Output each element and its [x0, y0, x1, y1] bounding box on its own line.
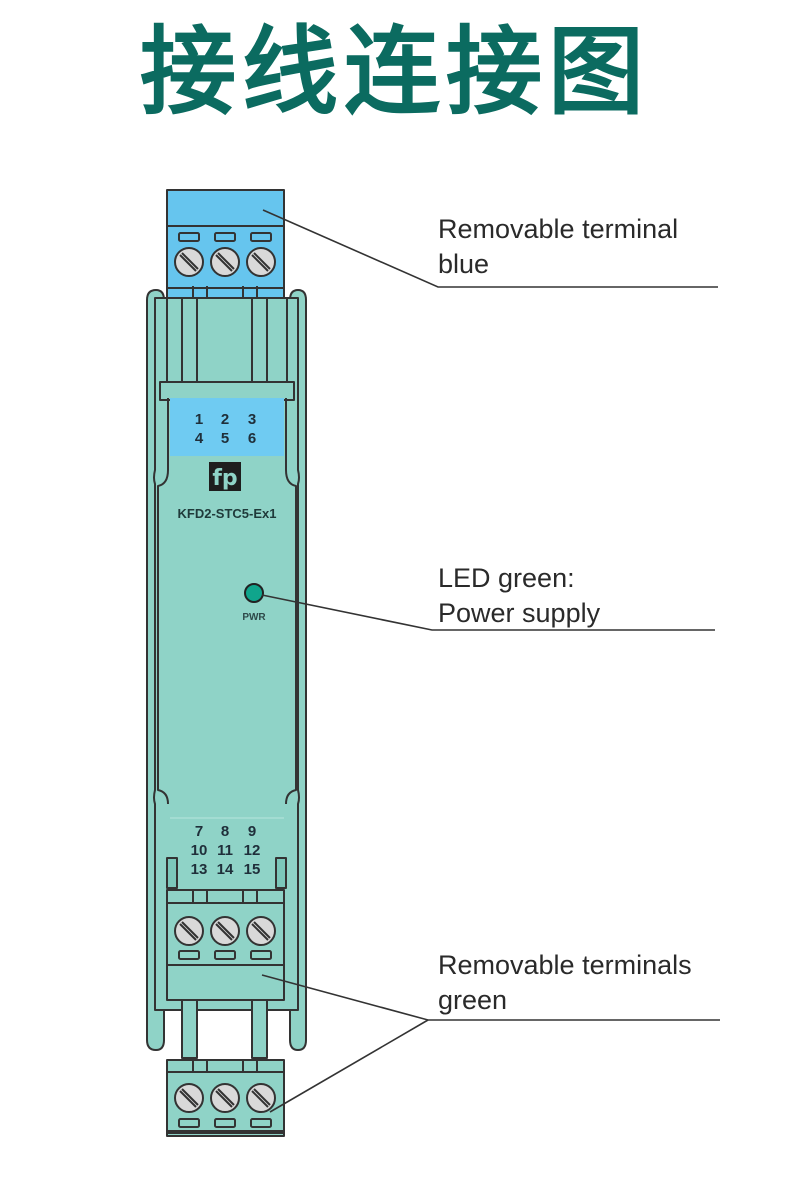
brand-logo-icon: fp	[209, 462, 241, 491]
callout-line-green-2	[269, 1019, 429, 1113]
terminal-number: 10	[191, 842, 208, 859]
model-label: KFD2-STC5-Ex1	[178, 506, 277, 521]
led-label: PWR	[242, 612, 266, 623]
screw-slot	[217, 921, 235, 939]
screw-slot	[181, 252, 199, 270]
bottom-terminal-screw-3[interactable]	[246, 1083, 276, 1113]
terminal-number: 7	[195, 823, 203, 840]
terminal-number: 4	[195, 430, 204, 447]
top-terminal-screw-1[interactable]	[174, 247, 204, 277]
screw-slot	[251, 1090, 269, 1108]
callout-led: LED green: Power supply	[438, 561, 600, 631]
middle-terminal-screw-3[interactable]	[246, 916, 276, 946]
screw-slot	[181, 1088, 199, 1106]
screw-slot	[179, 923, 197, 941]
terminal-slot	[214, 950, 236, 960]
terminal-number: 12	[244, 842, 261, 859]
callout-green-terminals: Removable terminals green	[438, 948, 692, 1018]
housing	[153, 297, 300, 1011]
terminal-slot	[214, 232, 236, 242]
screw-slot	[215, 923, 233, 941]
screw-slot	[179, 1090, 197, 1108]
middle-terminal-screw-1[interactable]	[174, 916, 204, 946]
terminal-number: 11	[217, 842, 233, 859]
screw-slot	[181, 921, 199, 939]
terminal-slot	[178, 1118, 200, 1128]
screw-slot	[215, 1090, 233, 1108]
top-terminal-screw-2[interactable]	[210, 247, 240, 277]
screw-slot	[217, 252, 235, 270]
callout-led-line2: Power supply	[438, 598, 601, 628]
pwr-led-icon	[244, 583, 264, 603]
screw-slot	[253, 1088, 271, 1106]
callout-line-blue	[262, 209, 718, 288]
terminal-number: 13	[191, 861, 208, 878]
screw-slot	[253, 921, 271, 939]
screw-slot	[253, 252, 271, 270]
callout-blue-terminal: Removable terminal blue	[438, 212, 678, 282]
page-title: 接线连接图	[140, 16, 650, 128]
terminal-number: 14	[217, 861, 234, 878]
callout-green-terminals-line1: Removable terminals	[438, 950, 692, 980]
middle-terminal-screw-2[interactable]	[210, 916, 240, 946]
top-label-panel	[170, 398, 284, 456]
screw-slot	[179, 254, 197, 272]
screw-slot	[217, 1088, 235, 1106]
top-terminal-block	[166, 189, 285, 299]
terminal-slot	[214, 1118, 236, 1128]
terminal-number: 9	[248, 823, 256, 840]
terminal-number: 3	[248, 411, 256, 428]
terminal-number: 2	[221, 411, 229, 428]
screw-slot	[251, 254, 269, 272]
bottom-terminal-screw-2[interactable]	[210, 1083, 240, 1113]
logo-text: fp	[212, 466, 237, 491]
terminal-number: 8	[221, 823, 229, 840]
bottom-terminal-screw-1[interactable]	[174, 1083, 204, 1113]
terminal-slot	[178, 950, 200, 960]
callout-line-led	[261, 594, 715, 631]
top-terminal-screw-3[interactable]	[246, 247, 276, 277]
callout-green-terminals-line2: green	[438, 985, 508, 1015]
screw-slot	[215, 254, 233, 272]
screw-slot	[251, 923, 269, 941]
callout-led-line1: LED green:	[438, 563, 575, 593]
terminal-slot	[250, 1118, 272, 1128]
terminal-number: 15	[244, 861, 261, 878]
terminal-slot	[178, 232, 200, 242]
terminal-slot	[250, 232, 272, 242]
terminal-number: 1	[195, 411, 203, 428]
terminal-number: 5	[221, 430, 229, 447]
terminal-number: 6	[248, 430, 256, 447]
callout-blue-terminal-line2: blue	[438, 249, 490, 279]
callout-blue-terminal-line1: Removable terminal	[438, 214, 679, 244]
terminal-slot	[250, 950, 272, 960]
